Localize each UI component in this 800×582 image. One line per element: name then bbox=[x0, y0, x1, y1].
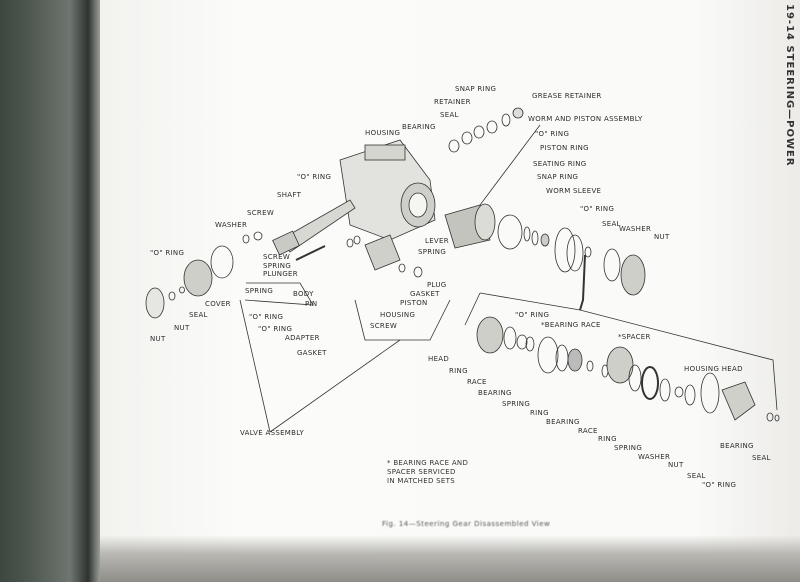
part-label: COVER bbox=[205, 300, 231, 308]
part-label: SCREW bbox=[247, 209, 275, 217]
shaft-part bbox=[272, 199, 356, 256]
part-label: "O" RING bbox=[515, 311, 550, 319]
part-label: GASKET bbox=[297, 349, 327, 357]
part-label: "O" RING bbox=[150, 249, 185, 257]
part-label: WORM AND PISTON ASSEMBLY bbox=[528, 115, 643, 123]
part-label: RETAINER bbox=[434, 98, 471, 106]
worm-piston-part bbox=[444, 203, 496, 249]
part-label: HOUSING bbox=[365, 129, 401, 137]
part-label: SNAP RING bbox=[537, 173, 579, 181]
part-label: "O" RING bbox=[258, 325, 293, 333]
valve-parts bbox=[242, 231, 423, 278]
part-label: HEAD bbox=[428, 355, 450, 363]
upper-rings bbox=[448, 107, 646, 296]
part-label: NUT bbox=[668, 461, 684, 469]
part-label: PISTON RING bbox=[540, 144, 589, 152]
part-label: HOUSING HEAD bbox=[684, 365, 743, 373]
part-label: NUT bbox=[150, 335, 166, 343]
part-label: SNAP RING bbox=[455, 85, 497, 93]
scan-shadow bbox=[100, 535, 800, 582]
part-label: WASHER bbox=[638, 453, 671, 461]
footnote-line: SPACER SERVICED bbox=[387, 468, 456, 476]
page-header: 19-14 STEERING—POWER bbox=[784, 4, 795, 167]
part-label: "O" RING bbox=[297, 173, 332, 181]
part-label: SEAL bbox=[189, 311, 208, 319]
part-label: RACE bbox=[578, 427, 598, 435]
part-label: BODY bbox=[293, 290, 314, 298]
part-label: WASHER bbox=[215, 221, 248, 229]
part-label: WORM SLEEVE bbox=[546, 187, 602, 195]
part-label: SPRING bbox=[245, 287, 274, 295]
part-label: "O" RING bbox=[535, 130, 570, 138]
part-label: SEATING RING bbox=[533, 160, 587, 168]
figure-caption: Fig. 14—Steering Gear Disassembled View bbox=[382, 520, 551, 528]
part-label: SCREW bbox=[263, 253, 291, 261]
part-label: WASHER bbox=[619, 225, 652, 233]
part-label: GREASE RETAINER bbox=[532, 92, 602, 100]
part-label: VALVE ASSEMBLY bbox=[240, 429, 305, 437]
part-label: GASKET bbox=[410, 290, 440, 298]
part-label: SPRING bbox=[502, 400, 531, 408]
part-label: SPRING bbox=[418, 248, 447, 256]
part-label: RING bbox=[449, 367, 468, 375]
part-label: BEARING bbox=[478, 389, 512, 397]
page bbox=[100, 0, 800, 582]
part-label: SEAL bbox=[687, 472, 706, 480]
part-label: HOUSING bbox=[380, 311, 416, 319]
part-label: SHAFT bbox=[277, 191, 302, 199]
part-label: NUT bbox=[174, 324, 190, 332]
part-label: *BEARING RACE bbox=[541, 321, 601, 329]
footnote: * BEARING RACE AND SPACER SERVICED IN MA… bbox=[387, 459, 468, 486]
part-label: LEVER bbox=[425, 237, 449, 245]
part-label: BEARING bbox=[720, 442, 754, 450]
bracket-lines bbox=[239, 124, 778, 433]
part-label: PLUNGER bbox=[263, 270, 298, 278]
footnote-line: IN MATCHED SETS bbox=[387, 477, 455, 485]
book-binding bbox=[0, 0, 100, 582]
lower-rings bbox=[476, 316, 780, 422]
part-label: SPRING bbox=[263, 262, 292, 270]
part-label: "O" RING bbox=[702, 481, 737, 489]
part-label: SPRING bbox=[614, 444, 643, 452]
part-label: SCREW bbox=[370, 322, 398, 330]
part-label: RACE bbox=[467, 378, 487, 386]
part-label: "O" RING bbox=[580, 205, 615, 213]
part-label: PIN bbox=[305, 300, 318, 308]
part-label: PISTON bbox=[400, 299, 428, 307]
part-label: SEAL bbox=[440, 111, 459, 119]
part-label: "O" RING bbox=[249, 313, 284, 321]
part-label: RING bbox=[530, 409, 549, 417]
part-label: PLUG bbox=[427, 281, 447, 289]
part-label: SEAL bbox=[602, 220, 621, 228]
cover-part bbox=[145, 245, 234, 319]
part-label: RING bbox=[598, 435, 617, 443]
part-label: ADAPTER bbox=[285, 334, 320, 342]
part-label: NUT bbox=[654, 233, 670, 241]
part-label: *SPACER bbox=[618, 333, 651, 341]
part-label: SEAL bbox=[752, 454, 771, 462]
footnote-line: * BEARING RACE AND bbox=[387, 459, 469, 467]
part-label: BEARING bbox=[402, 123, 436, 131]
part-label: BEARING bbox=[546, 418, 580, 426]
housing-part bbox=[339, 139, 436, 241]
